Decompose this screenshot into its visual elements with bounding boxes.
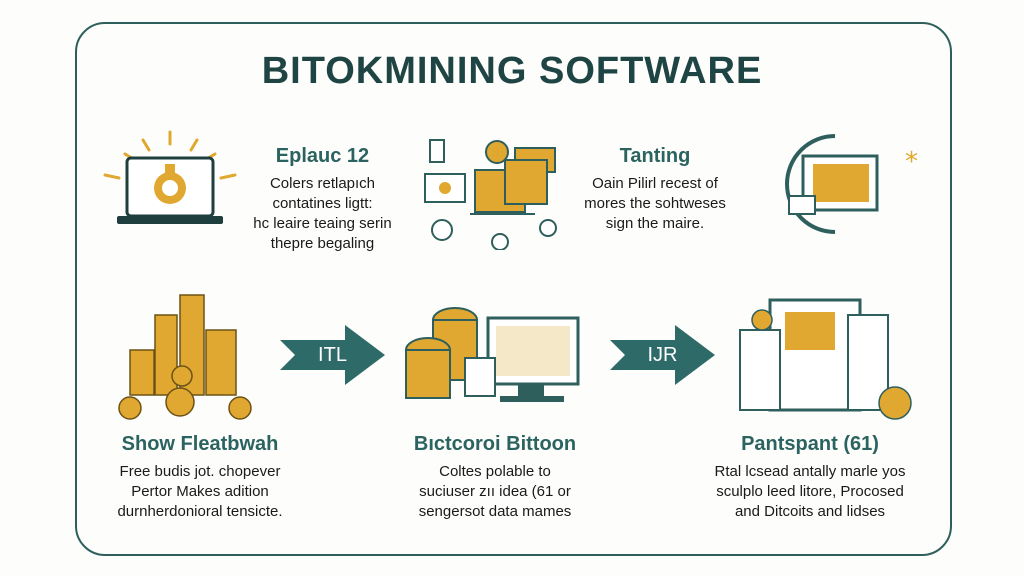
section-heading: Eplauc 12 [275,145,370,167]
arrow-label: ITL [318,344,347,366]
arrow-itl: ITL [280,325,385,385]
laptop-lightbulb-icon [103,130,237,224]
infographic-frame [75,22,952,556]
section-heading: Bıctcoroi Bittoon [413,433,577,455]
section-heading: Pantspant (61) [741,433,879,455]
arrow-label: IJR [647,344,678,366]
section-heading: Tanting [619,145,691,167]
coin-stacks-icon [118,294,252,420]
mining-rig-icon [739,298,912,420]
coins-computer-icon [405,307,580,402]
section-heading: Show Fleatbwah [121,433,279,455]
arrow-ijr: IJR [610,325,715,385]
svg-text:*: * [905,147,918,177]
software-screens-icon [424,139,557,250]
dashboard-icon: * [785,134,918,234]
page-title: BITOKMINING SOFTWARE [261,50,763,92]
section-pantspant: Pantspant (61) Rtal lcsead antally marle… [685,433,935,522]
